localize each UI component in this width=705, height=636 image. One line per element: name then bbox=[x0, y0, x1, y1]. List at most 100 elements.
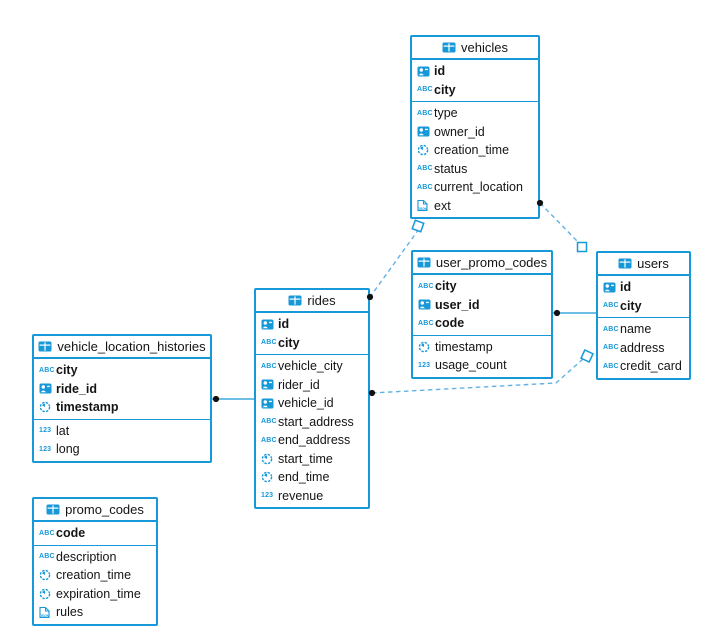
field-row-vehicle_id[interactable]: vehicle_id bbox=[256, 394, 368, 413]
clock-icon bbox=[39, 569, 56, 581]
table-header[interactable]: rides bbox=[256, 290, 368, 313]
field-label: city bbox=[434, 82, 456, 97]
field-label: code bbox=[56, 526, 86, 541]
table-header[interactable]: user_promo_codes bbox=[413, 252, 551, 275]
text-abc-icon: ABC bbox=[261, 418, 277, 426]
table-grid-icon bbox=[417, 257, 431, 268]
table-header[interactable]: users bbox=[598, 253, 689, 276]
clock-icon bbox=[418, 341, 435, 353]
field-label: description bbox=[56, 549, 117, 564]
table-grid-icon bbox=[46, 504, 60, 515]
field-row-ride_id[interactable]: ride_id bbox=[34, 380, 210, 399]
field-row-creation_time[interactable]: creation_time bbox=[34, 566, 156, 585]
json-doc-icon: JSON bbox=[39, 606, 56, 619]
text-abc-icon: ABC bbox=[603, 302, 619, 310]
field-row-creation_time[interactable]: creation_time bbox=[412, 141, 538, 160]
field-label: id bbox=[278, 317, 290, 332]
field-label: vehicle_city bbox=[278, 359, 343, 374]
field-label: credit_card bbox=[620, 359, 682, 374]
table-grid-icon bbox=[618, 258, 632, 269]
field-row-end_time[interactable]: end_time bbox=[256, 468, 368, 487]
id-badge-icon bbox=[418, 299, 435, 310]
field-row-expiration_time[interactable]: expiration_time bbox=[34, 585, 156, 604]
text-abc-icon: ABC bbox=[261, 339, 277, 347]
field-label: code bbox=[435, 316, 465, 331]
field-label: city bbox=[278, 335, 300, 350]
field-label: start_address bbox=[278, 414, 354, 429]
field-label: revenue bbox=[278, 488, 324, 503]
field-row-start_time[interactable]: start_time bbox=[256, 450, 368, 469]
field-row-lat[interactable]: 123 lat bbox=[34, 422, 210, 441]
field-row-rider_id[interactable]: rider_id bbox=[256, 376, 368, 395]
field-label: ride_id bbox=[56, 381, 97, 396]
table-header[interactable]: promo_codes bbox=[34, 499, 156, 522]
id-badge-icon bbox=[261, 398, 278, 409]
field-row-id[interactable]: id bbox=[412, 62, 538, 81]
field-label: rider_id bbox=[278, 377, 320, 392]
field-label: lat bbox=[56, 423, 70, 438]
field-row-id[interactable]: id bbox=[256, 315, 368, 334]
field-label: city bbox=[56, 363, 78, 378]
field-row-owner_id[interactable]: owner_id bbox=[412, 123, 538, 142]
field-label: start_time bbox=[278, 451, 333, 466]
number-123-icon: 123 bbox=[39, 427, 52, 435]
id-badge-icon bbox=[261, 319, 278, 330]
field-label: owner_id bbox=[434, 124, 485, 139]
field-row-id[interactable]: id bbox=[598, 278, 689, 297]
field-row-timestamp[interactable]: timestamp bbox=[34, 398, 210, 417]
text-abc-icon: ABC bbox=[417, 109, 433, 117]
field-label: address bbox=[620, 340, 665, 355]
table-name: vehicle_location_histories bbox=[57, 339, 206, 354]
table-header[interactable]: vehicles bbox=[412, 37, 538, 60]
svg-text:JSON: JSON bbox=[40, 614, 50, 618]
field-label: user_id bbox=[435, 297, 480, 312]
table-name: rides bbox=[307, 293, 336, 308]
field-row-timestamp[interactable]: timestamp bbox=[413, 338, 551, 357]
field-label: city bbox=[435, 279, 457, 294]
table-header[interactable]: vehicle_location_histories bbox=[34, 336, 210, 359]
number-123-icon: 123 bbox=[418, 361, 431, 369]
text-abc-icon: ABC bbox=[261, 362, 277, 370]
field-label: id bbox=[434, 64, 446, 79]
clock-icon bbox=[417, 144, 434, 156]
field-row-user_id[interactable]: user_id bbox=[413, 296, 551, 315]
field-label: current_location bbox=[434, 180, 523, 195]
text-abc-icon: ABC bbox=[418, 319, 434, 327]
